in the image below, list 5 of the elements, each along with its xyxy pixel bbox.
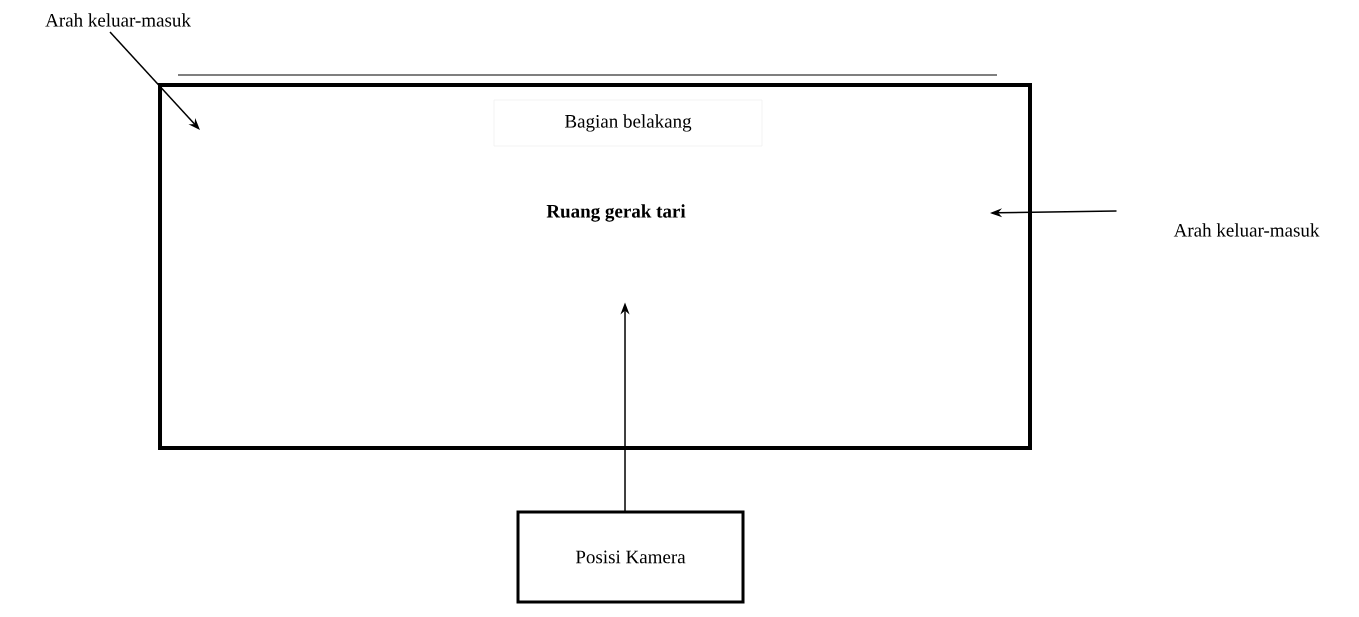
camera-box: Posisi Kamera (516, 510, 745, 604)
direction-label: Arah keluar-masuk (1173, 223, 1320, 237)
stage-box: Bagian belakang Ruang gerak tari (158, 83, 1032, 450)
direction-label: Arah keluar-masuk (45, 13, 191, 27)
arrow (109, 31, 200, 130)
